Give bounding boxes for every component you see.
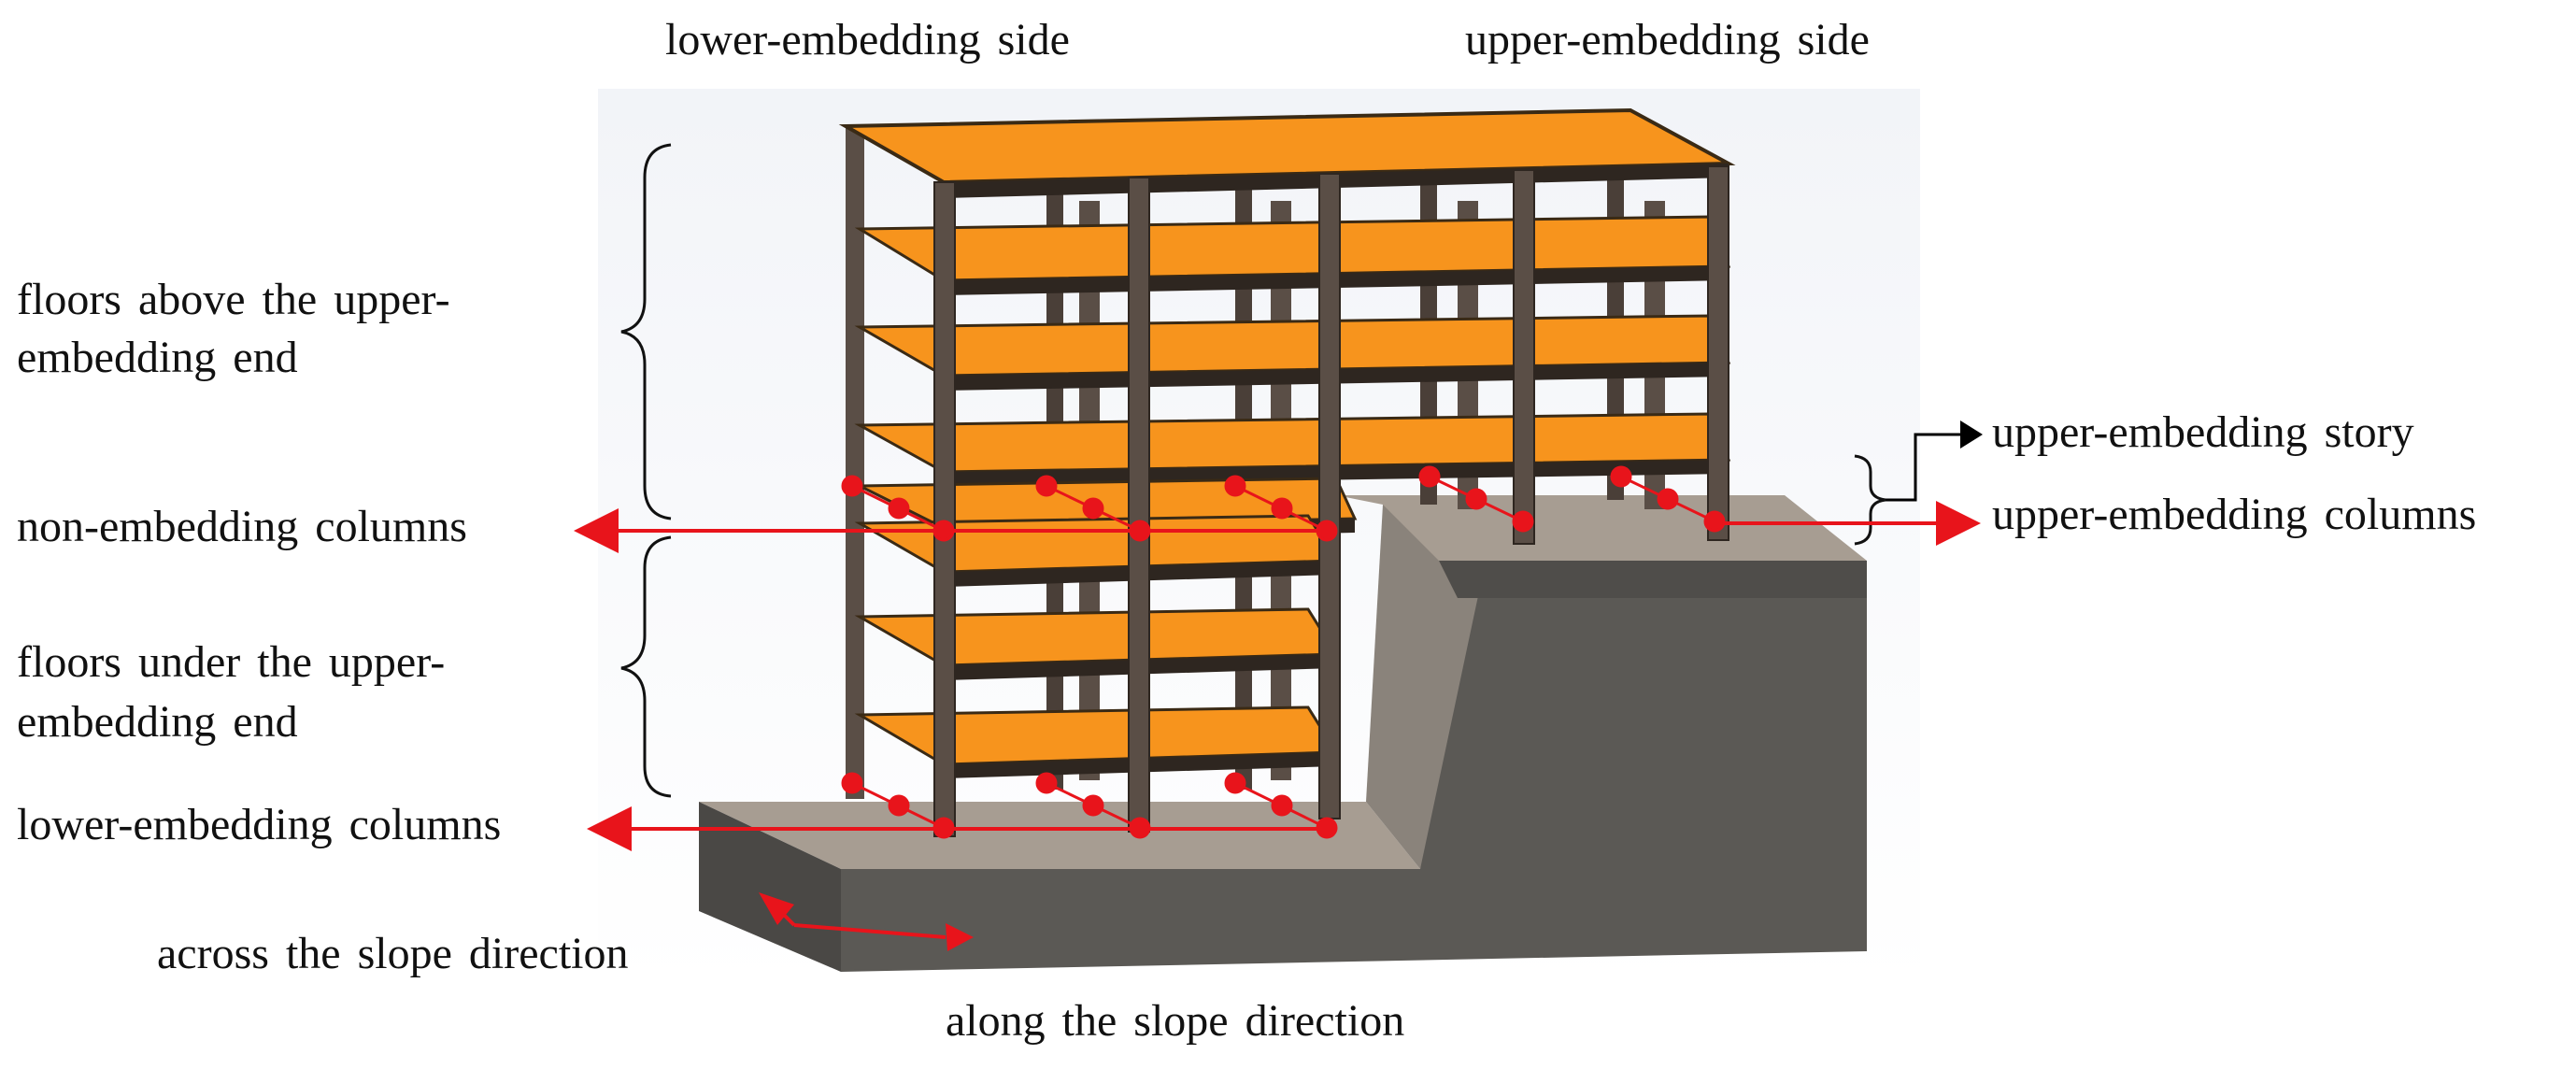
building-frame bbox=[838, 107, 1736, 837]
front-column bbox=[1128, 177, 1150, 833]
across-slope-direction-label: across the slope direction bbox=[157, 929, 629, 978]
lower-terrace-top bbox=[699, 802, 1420, 869]
across-slope-arrow bbox=[793, 923, 946, 939]
upper-terrace-top bbox=[1336, 495, 1867, 561]
column-marker bbox=[1610, 465, 1632, 488]
column-marker bbox=[1418, 465, 1441, 488]
brace-floors-above bbox=[620, 143, 672, 520]
upper-embedding-story-label: upper-embedding story bbox=[1992, 407, 2414, 457]
non-embedding-column-markers bbox=[841, 475, 1338, 542]
upper-embedding-column-markers bbox=[1418, 465, 1726, 533]
column-marker bbox=[1082, 497, 1104, 520]
column-marker bbox=[1035, 475, 1058, 497]
front-column bbox=[933, 181, 956, 837]
lower-floor-slabs bbox=[854, 514, 1339, 778]
back-column bbox=[846, 126, 864, 799]
brace-floors-under bbox=[620, 535, 672, 798]
upper-embedding-story-arrow bbox=[1886, 433, 1960, 502]
column-marker bbox=[1224, 475, 1246, 497]
floors-above-label-line2: embedding end bbox=[17, 333, 298, 382]
upper-embedding-side-label: upper-embedding side bbox=[1465, 15, 1870, 64]
label-arrows bbox=[574, 420, 1983, 951]
floors-under-label-line2: embedding end bbox=[17, 697, 298, 747]
column-marker bbox=[841, 475, 863, 497]
column-marker bbox=[1082, 794, 1104, 817]
along-slope-direction-label: along the slope direction bbox=[946, 996, 1405, 1046]
upper-embedding-columns-label: upper-embedding columns bbox=[1992, 490, 2477, 539]
column-marker bbox=[1657, 488, 1679, 510]
floors-under-label-line1: floors under the upper- bbox=[17, 637, 446, 687]
upper-embedding-story-arrowhead bbox=[1960, 420, 1983, 449]
floors-above-label-line1: floors above the upper- bbox=[17, 275, 450, 324]
upper-terrace-front-shade bbox=[1439, 561, 1867, 598]
column-marker bbox=[1224, 772, 1246, 794]
column-marker bbox=[841, 772, 863, 794]
upper-floor-slabs bbox=[854, 215, 1731, 486]
slope-face bbox=[1366, 505, 1486, 869]
column-marker bbox=[1035, 772, 1058, 794]
non-embedding-columns-label: non-embedding columns bbox=[17, 502, 467, 551]
front-column bbox=[1318, 173, 1341, 819]
front-column bbox=[1513, 169, 1535, 545]
along-slope-arrowhead-right bbox=[946, 923, 974, 951]
column-marker bbox=[1271, 497, 1293, 520]
lower-terrace-front bbox=[699, 802, 841, 972]
slope-ground bbox=[699, 495, 1867, 972]
column-marker bbox=[1512, 510, 1534, 533]
front-column bbox=[1707, 165, 1729, 541]
column-marker bbox=[888, 497, 910, 520]
lower-embedding-side-label: lower-embedding side bbox=[665, 15, 1070, 64]
column-marker bbox=[1271, 794, 1293, 817]
column-marker bbox=[1703, 510, 1726, 533]
ground-front-face bbox=[841, 561, 1867, 972]
across-slope-diagonal bbox=[764, 895, 796, 927]
lower-embedding-columns-label: lower-embedding columns bbox=[17, 800, 502, 849]
column-marker bbox=[1465, 488, 1487, 510]
column-marker bbox=[888, 794, 910, 817]
